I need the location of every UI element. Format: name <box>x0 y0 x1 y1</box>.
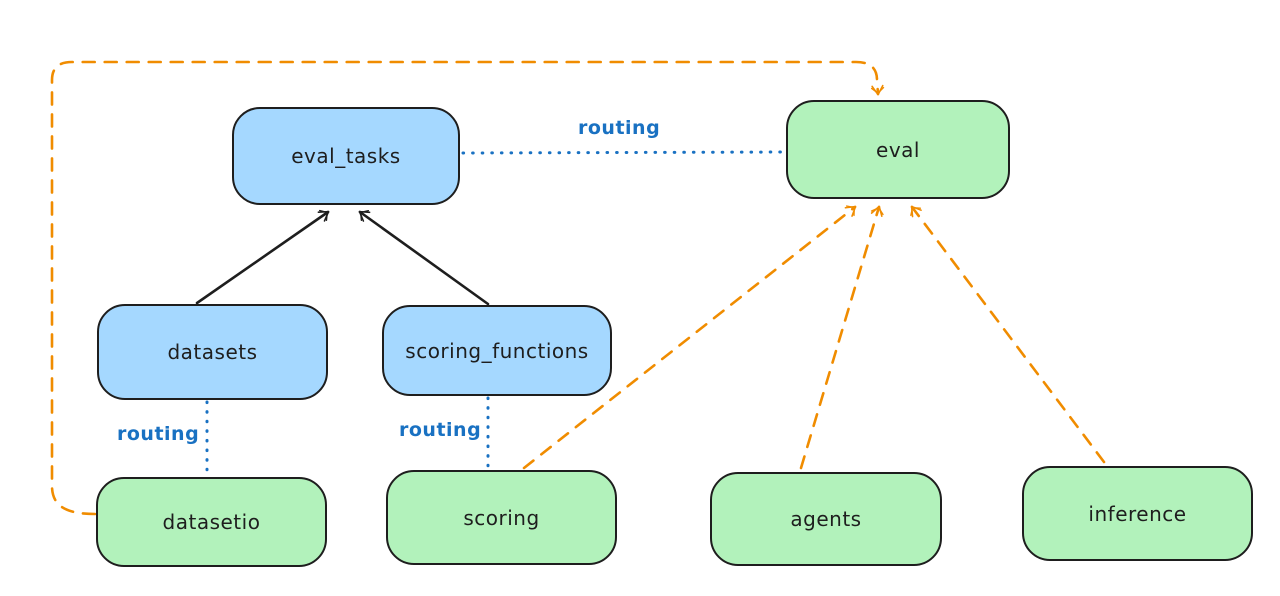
node-datasets[interactable]: datasets <box>97 304 328 400</box>
node-datasetio[interactable]: datasetio <box>96 477 327 567</box>
node-scoring-label: scoring <box>463 505 540 530</box>
edge-agents-to-eval <box>799 205 884 470</box>
node-scoring_functions-label: scoring_functions <box>405 338 589 363</box>
routing-label-scoring: routing <box>399 419 482 441</box>
node-eval_tasks-label: eval_tasks <box>291 144 401 168</box>
routing-label-datasetio: routing <box>117 423 200 445</box>
edge-scoring-to-eval <box>522 205 857 470</box>
node-datasetio-label: datasetio <box>162 510 261 534</box>
edge-inference-to-eval <box>910 205 1106 464</box>
edge-scoring_functions-to-eval_tasks <box>358 209 490 306</box>
node-agents-label: agents <box>790 507 862 531</box>
node-scoring_functions[interactable]: scoring_functions <box>382 305 612 396</box>
edge-eval_tasks-to-eval-routing <box>461 150 785 155</box>
node-eval-label: eval <box>876 137 920 162</box>
routing-label-eval: routing <box>578 117 661 139</box>
node-datasets-label: datasets <box>167 340 258 364</box>
edge-datasets-to-eval_tasks <box>195 209 330 305</box>
node-inference[interactable]: inference <box>1022 466 1253 561</box>
node-eval_tasks[interactable]: eval_tasks <box>232 107 460 205</box>
node-agents[interactable]: agents <box>710 472 942 566</box>
node-eval[interactable]: eval <box>786 100 1010 199</box>
node-inference-label: inference <box>1088 501 1187 526</box>
node-scoring[interactable]: scoring <box>386 470 617 565</box>
edge-datasetio-to-eval <box>50 60 885 516</box>
